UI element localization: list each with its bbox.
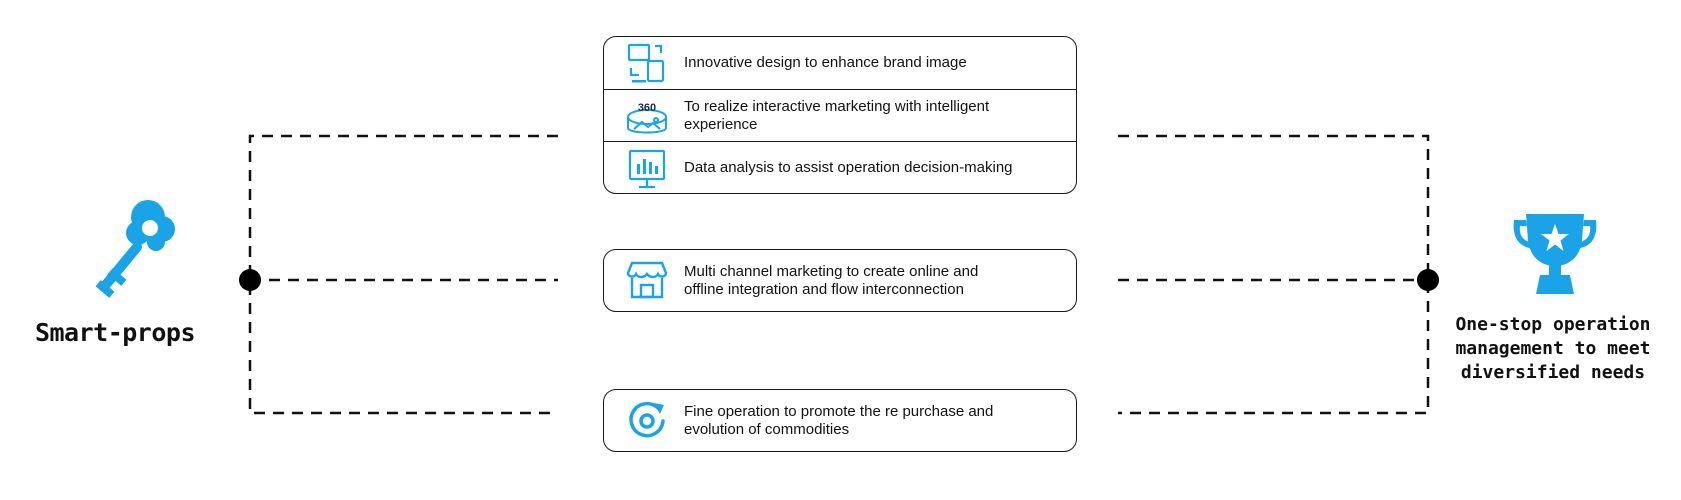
left-label: Smart-props: [34, 318, 196, 347]
left-junction-dot: [239, 269, 261, 291]
feature-text-line: Fine operation to promote the re purchas…: [684, 402, 994, 420]
feature-text: Data analysis to assist operation decisi…: [684, 158, 1013, 176]
feature-text-line: offline integration and flow interconnec…: [684, 280, 964, 298]
feature-row: Fine operation to promote the re purchas…: [604, 390, 1076, 451]
feature-text-line: Multi channel marketing to create online…: [684, 262, 979, 280]
feature-text: Innovative design to enhance brand image: [684, 54, 967, 71]
right-top-connector: [1118, 134, 1430, 415]
right-label: One-stop operation management to meet di…: [1438, 313, 1668, 385]
feature-card-top: Innovative design to enhance brand image…: [603, 36, 1077, 194]
feature-card-middle: Multi channel marketing to create online…: [603, 249, 1077, 312]
chart-monitor-icon: [628, 149, 666, 189]
right-label-line-1: One-stop operation: [1455, 314, 1651, 335]
feature-text-line: evolution of commodities: [684, 420, 850, 438]
devices-icon: [627, 43, 665, 83]
right-label-line-2: management to meet: [1455, 338, 1651, 359]
refresh-cycle-icon: [629, 401, 665, 438]
feature-text: To realize interactive marketing with in…: [684, 97, 990, 133]
left-top-connector: [248, 134, 558, 415]
feature-row: Innovative design to enhance brand image: [604, 37, 1076, 89]
right-junction-dot: [1417, 269, 1439, 291]
svg-text:360: 360: [638, 102, 656, 114]
feature-row: Data analysis to assist operation decisi…: [604, 141, 1076, 193]
panorama-360-icon: 360: [627, 102, 667, 134]
key-icon: [95, 200, 175, 298]
feature-card-bottom: Fine operation to promote the re purchas…: [603, 389, 1077, 452]
trophy-icon: [1513, 214, 1597, 294]
feature-text: Fine operation to promote the re purchas…: [684, 403, 993, 439]
feature-row: Multi channel marketing to create online…: [604, 250, 1076, 311]
feature-text: Multi channel marketing to create online…: [684, 263, 978, 299]
store-icon: [626, 261, 668, 299]
feature-row: 360 To realize interactive marketing wit…: [604, 89, 1076, 141]
right-label-line-3: diversified needs: [1460, 362, 1646, 383]
